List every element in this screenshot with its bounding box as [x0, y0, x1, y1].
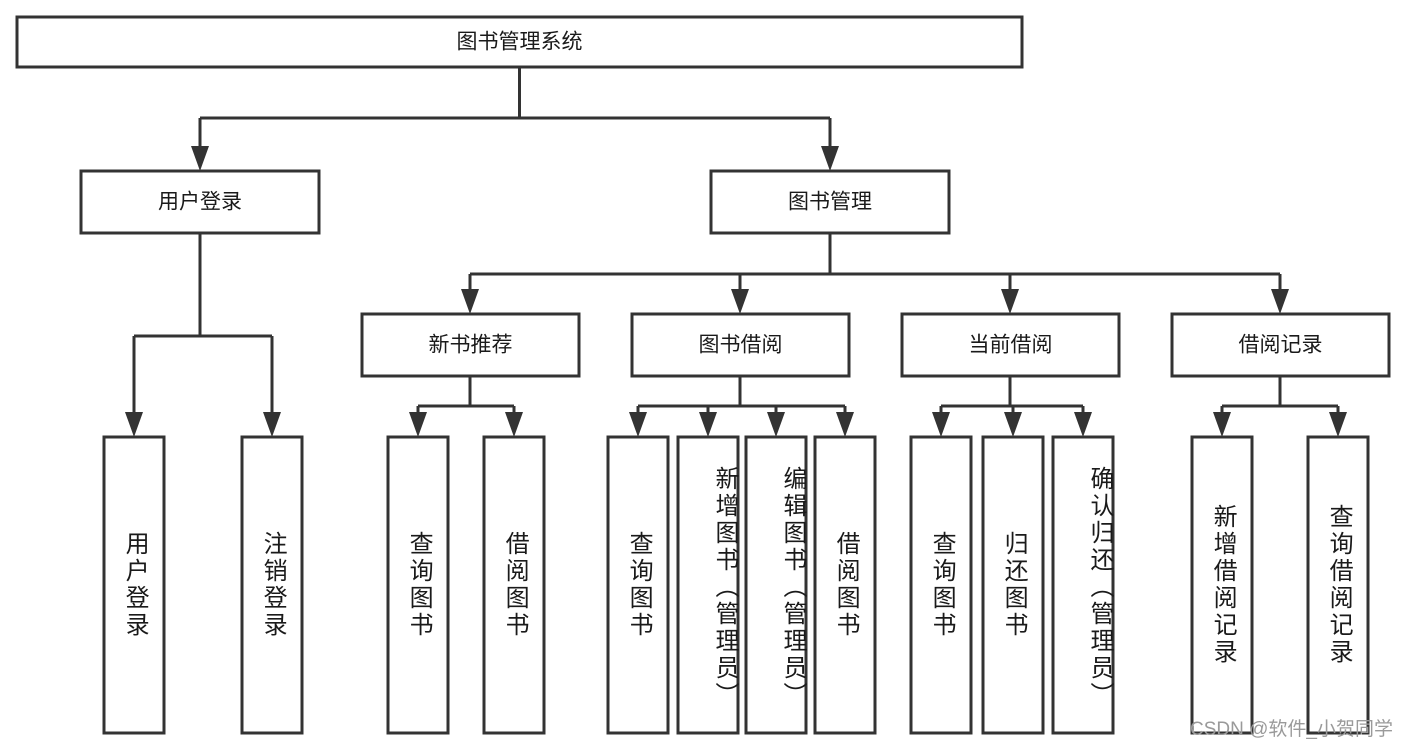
node-current-borrow[interactable]: 当前借阅 [900, 312, 1121, 378]
leaf-user-login-box[interactable] [102, 435, 166, 735]
node-borrow-record-box[interactable] [1170, 312, 1391, 378]
node-book-borrow[interactable]: 图书借阅 [630, 312, 851, 378]
arrow-head-leaf-query-book-2 [629, 412, 647, 437]
leaf-confirm-return-box[interactable] [1051, 435, 1115, 735]
arrow-head-leaf-edit-book [767, 412, 785, 437]
leaf-box-group [102, 435, 1370, 735]
node-root-label: 图书管理系统 [457, 31, 583, 54]
node-borrow-record[interactable]: 借阅记录 [1170, 312, 1391, 378]
node-book-manage-box[interactable] [709, 169, 951, 235]
leaf-return-book-box[interactable] [981, 435, 1045, 735]
leaf-query-book-1-box[interactable] [386, 435, 450, 735]
arrow-head-borrow-record [1271, 289, 1289, 314]
connector-group-user-login [125, 233, 281, 437]
arrow-head-book-manage [821, 146, 839, 171]
arrow-head-current-borrow [1001, 289, 1019, 314]
node-book-manage-label: 图书管理 [788, 191, 872, 214]
arrow-head-leaf-query-book-3 [932, 412, 950, 437]
connector-group-borrow-record [1213, 376, 1347, 437]
arrow-head-leaf-user-login [125, 412, 143, 437]
arrow-head-leaf-query-book-1 [409, 412, 427, 437]
arrow-head-user-login [191, 146, 209, 171]
leaf-add-book-box[interactable] [676, 435, 740, 735]
leaf-add-record-box[interactable] [1190, 435, 1254, 735]
leaf-query-book-3-box[interactable] [909, 435, 973, 735]
node-new-book-rec-box[interactable] [360, 312, 581, 378]
arrow-head-leaf-borrow-book-2 [836, 412, 854, 437]
node-root-box[interactable] [15, 15, 1024, 69]
leaf-user-logout-box[interactable] [240, 435, 304, 735]
arrow-head-leaf-add-book [699, 412, 717, 437]
node-borrow-record-label: 借阅记录 [1239, 334, 1323, 357]
node-user-login[interactable]: 用户登录 [79, 169, 321, 235]
leaf-query-record-box[interactable] [1306, 435, 1370, 735]
connector-group-new-book-rec [409, 376, 523, 437]
leaf-query-book-2-box[interactable] [606, 435, 670, 735]
node-new-book-rec[interactable]: 新书推荐 [360, 312, 581, 378]
arrow-head-leaf-user-logout [263, 412, 281, 437]
node-current-borrow-label: 当前借阅 [969, 334, 1053, 357]
connector-group-current-borrow [932, 376, 1092, 437]
node-new-book-rec-label: 新书推荐 [429, 334, 513, 357]
arrow-head-leaf-confirm-return [1074, 412, 1092, 437]
arrow-head-new-book-rec [461, 289, 479, 314]
node-user-login-label: 用户登录 [158, 191, 242, 214]
node-current-borrow-box[interactable] [900, 312, 1121, 378]
leaf-borrow-book-2-box[interactable] [813, 435, 877, 735]
leaf-edit-book-box[interactable] [744, 435, 808, 735]
arrow-head-leaf-query-record [1329, 412, 1347, 437]
node-user-login-box[interactable] [79, 169, 321, 235]
node-root[interactable]: 图书管理系统 [15, 15, 1024, 69]
node-book-borrow-label: 图书借阅 [699, 334, 783, 357]
csdn-watermark: CSDN @软件_小贺同学 [1190, 719, 1393, 740]
node-book-manage[interactable]: 图书管理 [709, 169, 951, 235]
arrow-head-leaf-add-record [1213, 412, 1231, 437]
arrow-head-leaf-borrow-book-1 [505, 412, 523, 437]
connector-group-book-manage [461, 233, 1289, 314]
connector-group-root [191, 67, 839, 171]
node-book-borrow-box[interactable] [630, 312, 851, 378]
leaf-borrow-book-1-box[interactable] [482, 435, 546, 735]
connector-group-book-borrow [629, 376, 854, 437]
arrow-head-book-borrow [731, 289, 749, 314]
arrow-head-leaf-return-book [1004, 412, 1022, 437]
